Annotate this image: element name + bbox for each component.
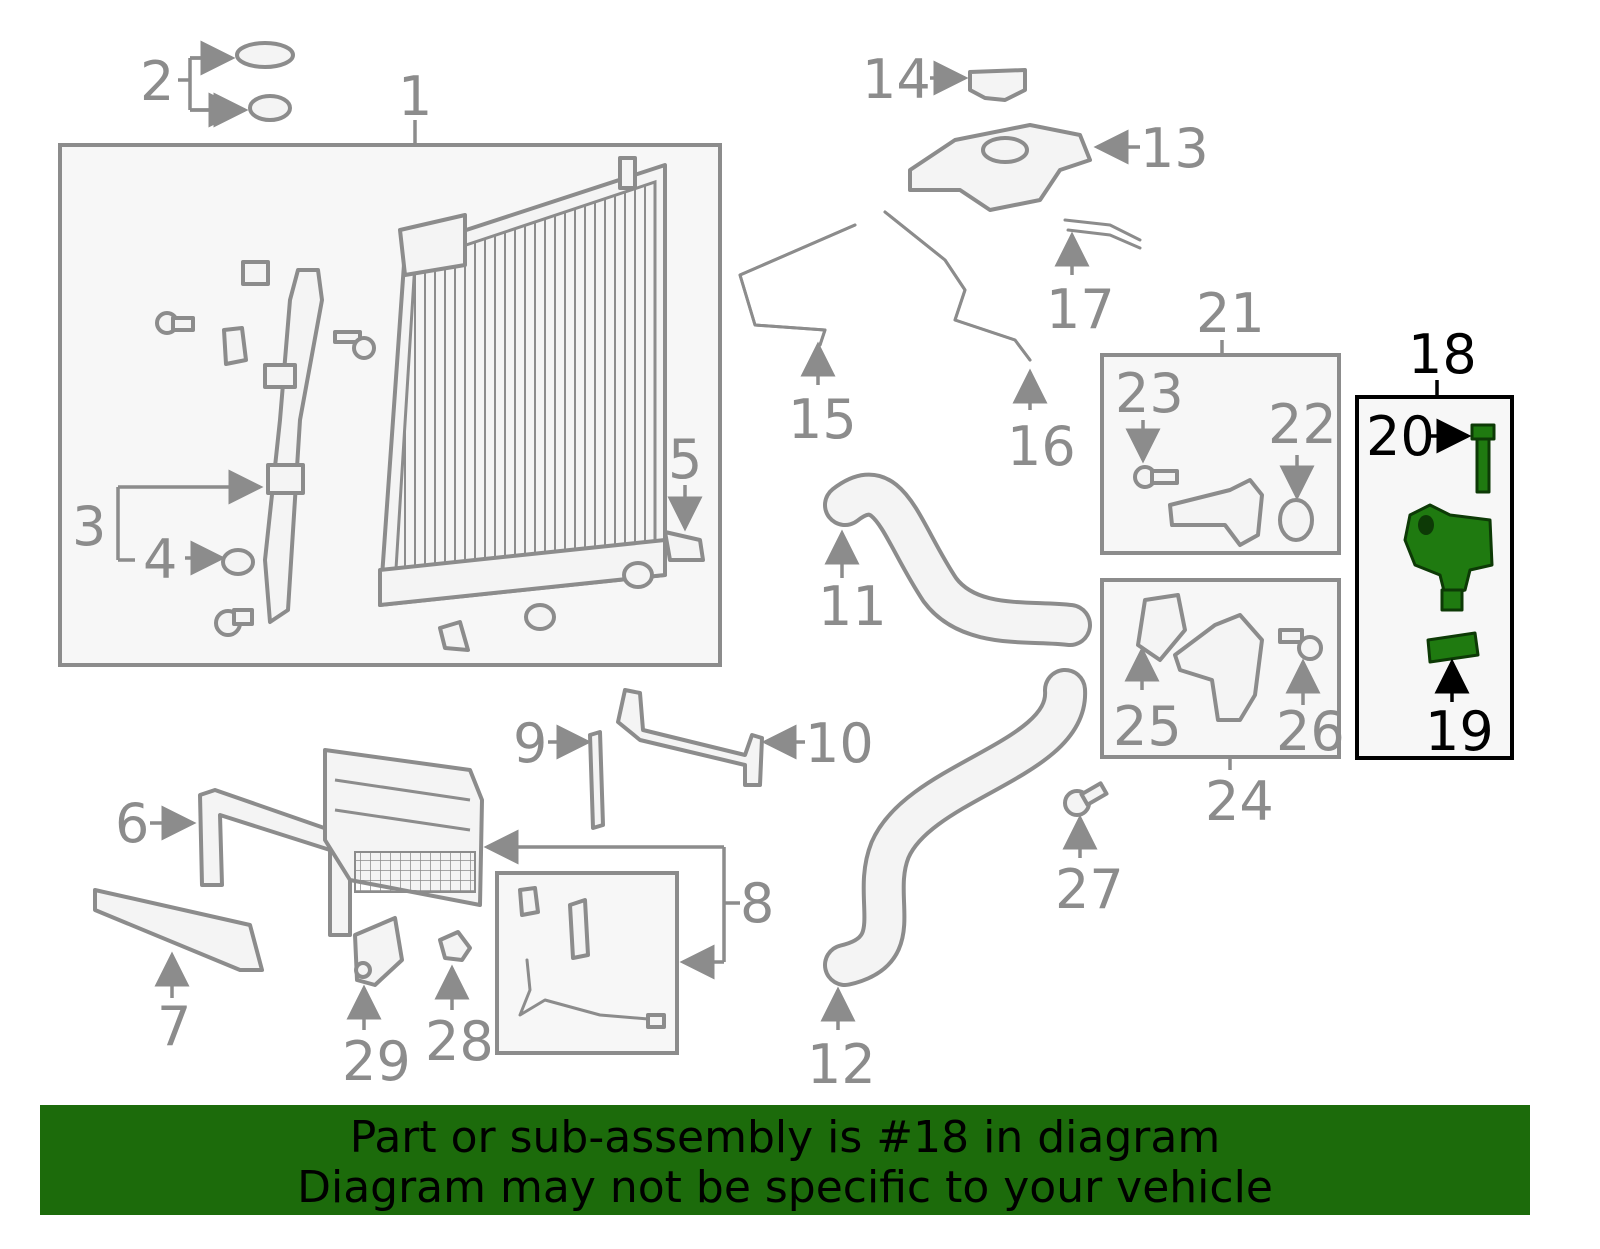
bolt-icon xyxy=(333,330,376,360)
callout-22: 22 xyxy=(1268,393,1337,456)
callout-11: 11 xyxy=(818,575,887,638)
sensor-icon xyxy=(663,530,705,562)
group-18-highlighted[interactable] xyxy=(1355,380,1514,760)
callout-14: 14 xyxy=(862,48,931,111)
callout-19: 19 xyxy=(1425,700,1494,763)
callout-27: 27 xyxy=(1055,858,1124,921)
callout-10: 10 xyxy=(805,712,874,775)
gasket-icon xyxy=(1136,593,1187,662)
callout-2: 2 xyxy=(140,50,174,113)
group-24[interactable] xyxy=(1100,578,1341,770)
callout-12: 12 xyxy=(807,1033,876,1096)
callout-9: 9 xyxy=(513,712,547,775)
info-banner: Part or sub-assembly is #18 in diagram D… xyxy=(40,1105,1530,1215)
bolt-icon xyxy=(214,608,254,637)
callout-3: 3 xyxy=(72,495,106,558)
bracket-part-29 xyxy=(353,916,404,987)
callout-4: 4 xyxy=(143,528,177,591)
callout-28: 28 xyxy=(425,1010,494,1073)
deflector-part-6 xyxy=(198,788,352,937)
bolt-icon xyxy=(1133,465,1179,489)
bolt-part-27 xyxy=(1063,781,1109,817)
callout-29: 29 xyxy=(342,1030,411,1093)
clip-icon xyxy=(241,260,270,286)
callout-21: 21 xyxy=(1196,282,1265,345)
radiator-group[interactable] xyxy=(58,120,722,667)
bolt-part-20 xyxy=(1470,423,1496,494)
outlet-icon xyxy=(1173,613,1264,722)
hose-part-17 xyxy=(1063,218,1142,250)
thermostat-housing-part-18 xyxy=(1403,503,1494,612)
cap-part-2 xyxy=(235,41,295,122)
deflector-part-7 xyxy=(93,888,264,972)
side-bracket xyxy=(263,268,324,624)
bracket-part-10 xyxy=(616,688,764,787)
bolt-icon xyxy=(155,311,195,335)
callout-16: 16 xyxy=(1007,415,1076,478)
callout-13: 13 xyxy=(1140,117,1209,180)
callout-6: 6 xyxy=(115,792,149,855)
callout-1: 1 xyxy=(398,65,432,128)
reservoir-part-13 xyxy=(908,123,1092,212)
banner-line-1: Part or sub-assembly is #18 in diagram xyxy=(349,1112,1221,1163)
callout-24: 24 xyxy=(1205,770,1274,833)
wiring-group-8[interactable] xyxy=(495,871,679,1055)
group-21[interactable] xyxy=(1100,340,1341,555)
callout-5: 5 xyxy=(668,428,702,491)
cap-part-14 xyxy=(968,68,1027,102)
banner-line-2: Diagram may not be specific to your vehi… xyxy=(297,1162,1273,1213)
callout-25: 25 xyxy=(1113,695,1182,758)
callout-15: 15 xyxy=(788,388,857,451)
callout-7: 7 xyxy=(157,995,191,1058)
callout-23: 23 xyxy=(1115,362,1184,425)
seal-part-19 xyxy=(1426,631,1480,664)
callout-17: 17 xyxy=(1046,278,1115,341)
bracket-part-9 xyxy=(588,730,605,830)
grommet-icon xyxy=(221,548,255,576)
clip-icon xyxy=(222,326,248,366)
callout-18: 18 xyxy=(1408,323,1477,386)
callout-20: 20 xyxy=(1366,405,1435,468)
callout-8: 8 xyxy=(740,872,774,935)
callout-26: 26 xyxy=(1276,700,1345,763)
clip-part-28 xyxy=(438,930,472,962)
